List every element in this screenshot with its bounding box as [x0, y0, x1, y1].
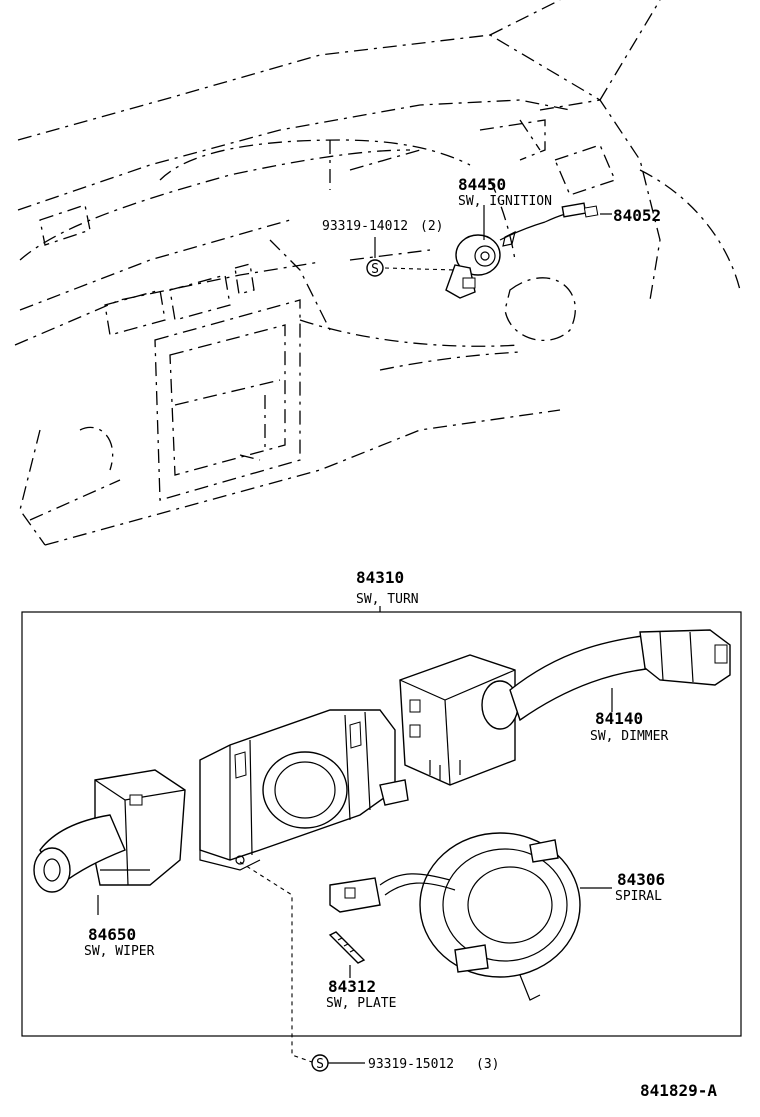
dimmer-switch-drawing: [399, 629, 731, 786]
label-84140-number: 84140: [595, 709, 643, 728]
label-84312-name: SW, PLATE: [326, 996, 396, 1011]
label-84140-name: SW, DIMMER: [590, 729, 668, 744]
label-93319-14012-number: 93319-14012: [322, 219, 408, 234]
label-93319-15012-qty: (3): [476, 1057, 499, 1072]
screw-dotted-line-lower: [239, 861, 313, 1063]
label-84650-name: SW, WIPER: [84, 944, 155, 959]
label-84450-name: SW, IGNITION: [458, 194, 552, 209]
label-84312-number: 84312: [328, 977, 376, 996]
screw-dotted-line-upper: [384, 267, 456, 271]
turn-switch-body-drawing: [199, 709, 409, 871]
label-84310-name: SW, TURN: [356, 592, 419, 607]
ignition-switch-drawing: [445, 202, 599, 299]
label-84450-number: 84450: [458, 175, 506, 194]
wiper-switch-drawing: [33, 769, 186, 893]
screw-symbol-lower: S: [311, 1054, 329, 1072]
diagram-code: 841829-A: [640, 1081, 717, 1100]
spiral-cable-drawing: [329, 832, 581, 1001]
switch-plate-drawing: [328, 931, 366, 964]
screw-symbol-lower-letter: S: [316, 1057, 324, 1072]
label-84052-number: 84052: [613, 206, 661, 225]
label-84650-number: 84650: [88, 925, 136, 944]
label-84310-number: 84310: [356, 568, 404, 587]
label-93319-15012-number: 93319-15012: [368, 1057, 454, 1072]
screw-symbol-upper: S: [366, 259, 384, 277]
dashboard-outline: [14, 0, 741, 546]
turn-switch-assembly-frame: [21, 611, 742, 1037]
label-84306-number: 84306: [617, 870, 665, 889]
label-93319-14012-qty: (2): [420, 219, 443, 234]
label-84306-name: SPIRAL: [615, 889, 662, 904]
screw-symbol-upper-letter: S: [371, 262, 379, 277]
